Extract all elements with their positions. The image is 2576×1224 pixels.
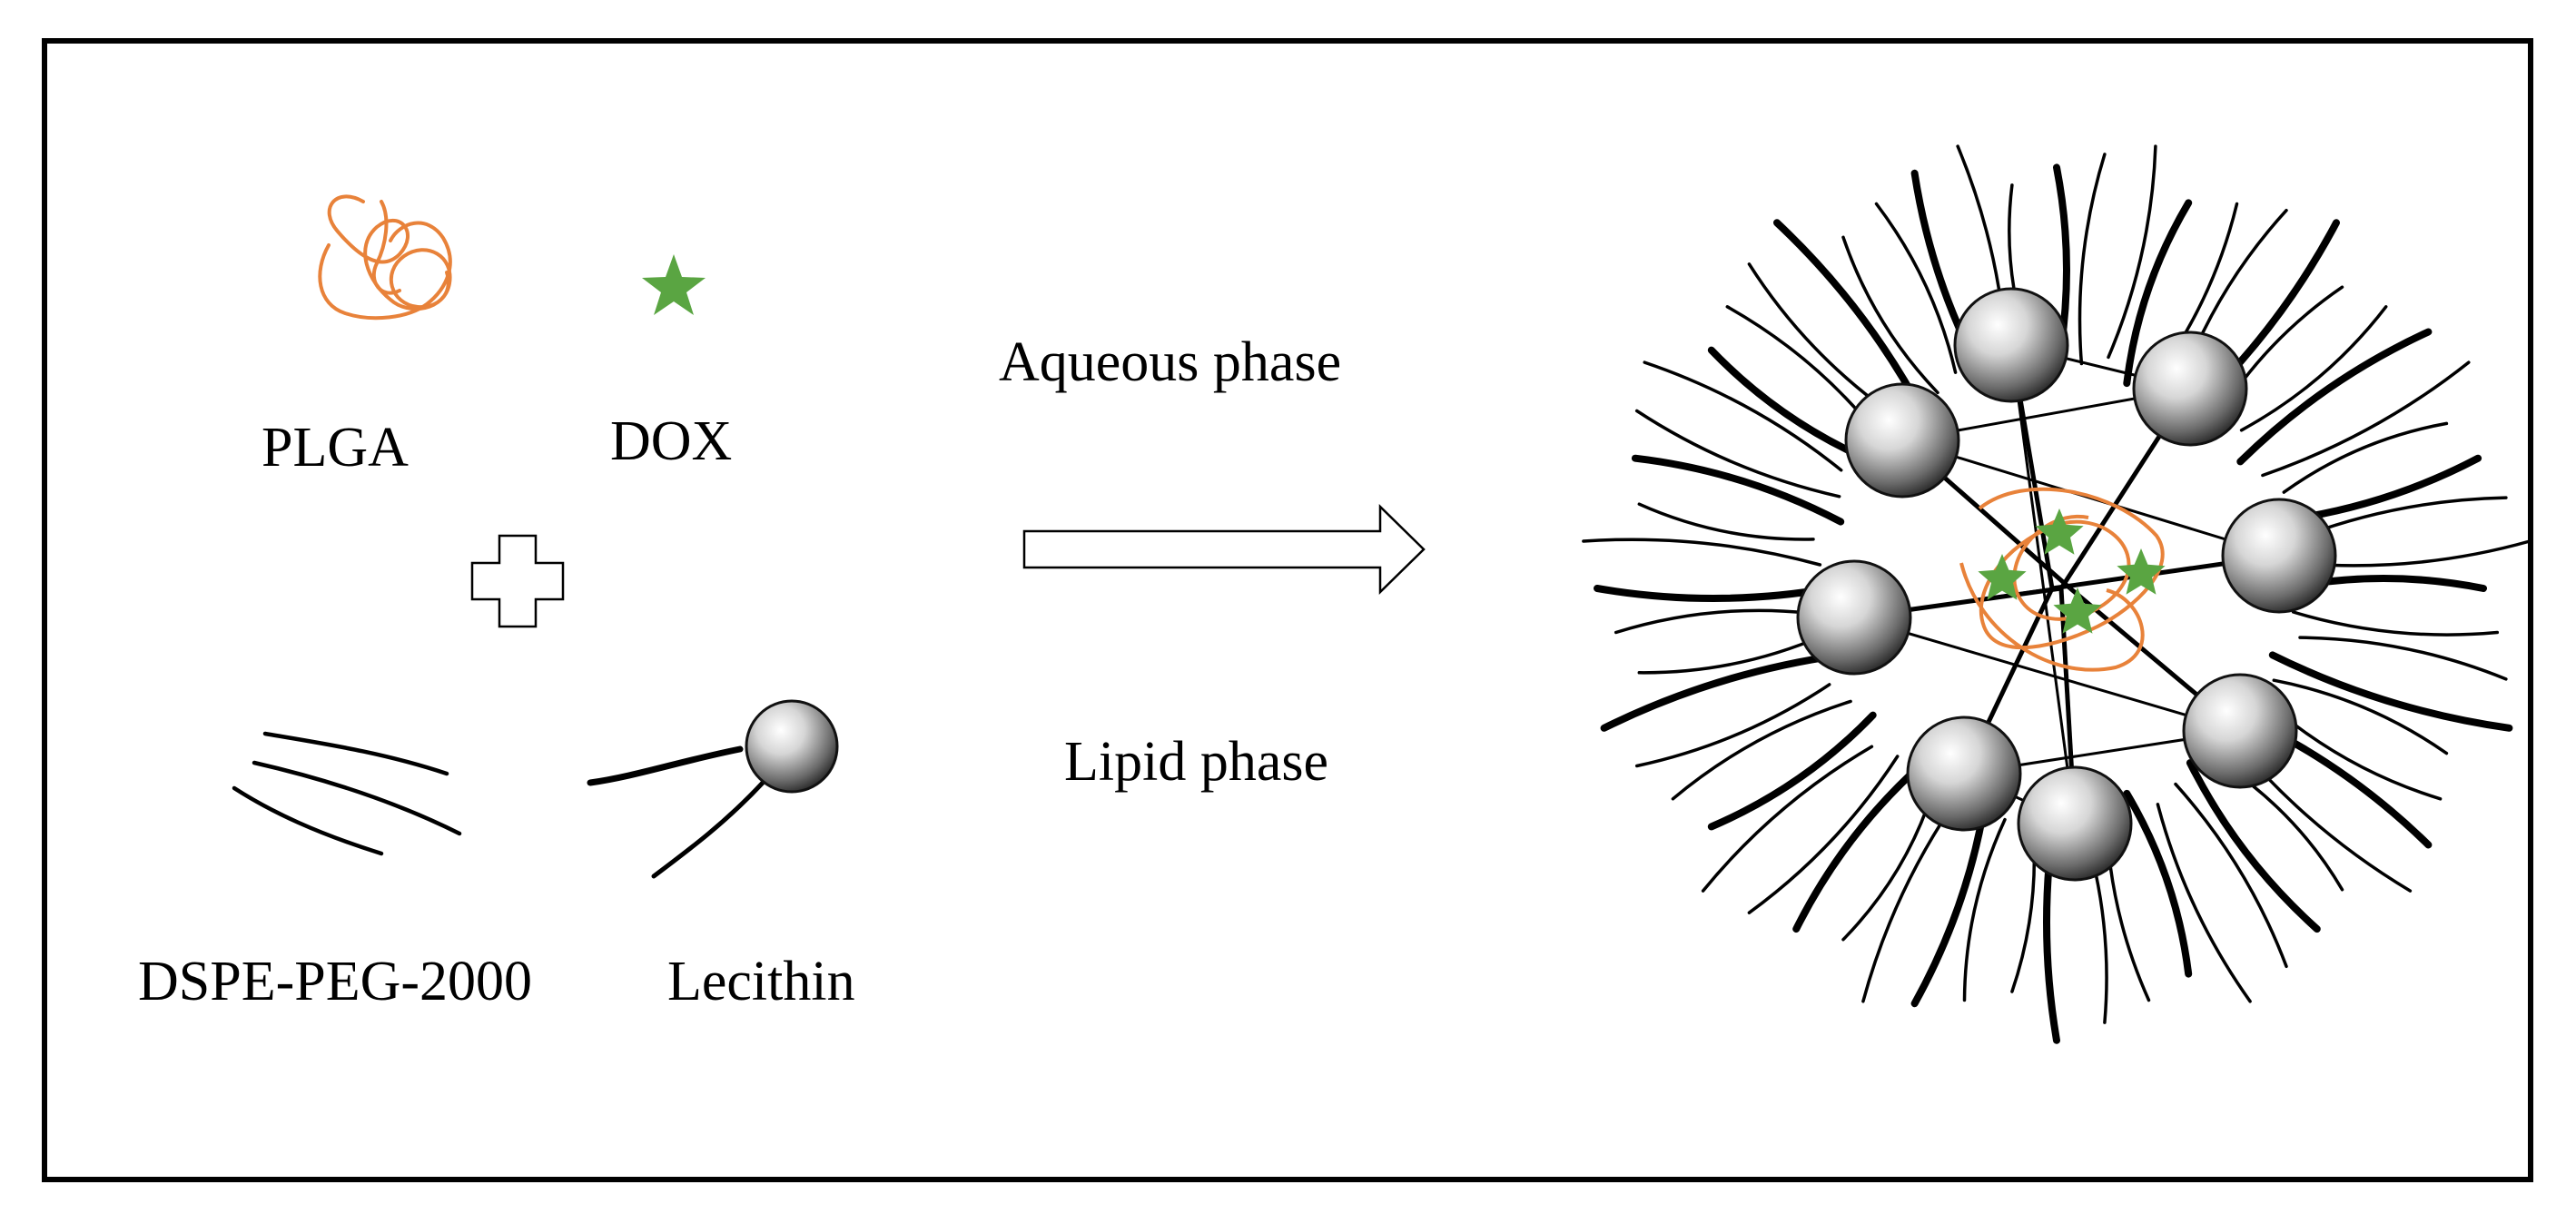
- peg-tail: [1637, 502, 1815, 541]
- peg-tail: [2078, 153, 2107, 366]
- peg-tail: [1841, 235, 1939, 395]
- peg-tail: [1841, 791, 1934, 942]
- dox-label: DOX: [610, 410, 733, 472]
- peg-tail: [2272, 678, 2449, 755]
- peg-tail: [2123, 199, 2193, 388]
- dox-star-icon: [2053, 587, 2102, 634]
- plga-polymer-coil-icon: [318, 194, 452, 321]
- peg-tail: [1631, 454, 1845, 526]
- lecithin-molecule-icon: [587, 699, 839, 879]
- aqueous-phase-label: Aqueous phase: [999, 331, 1342, 393]
- shell-link: [2009, 344, 2077, 824]
- shell-link: [1853, 616, 2241, 733]
- peg-tail: [2282, 421, 2449, 494]
- dox-star-icon: [2117, 548, 2166, 595]
- peg-tail: [2291, 610, 2500, 637]
- peg-tail: [1582, 538, 1822, 567]
- peg-tail: [2156, 803, 2252, 1003]
- dox-star-icon: [1978, 554, 2027, 600]
- peg-tail: [2261, 360, 2471, 478]
- plga-core-coil: [1959, 562, 2145, 672]
- peg-tail: [1707, 711, 1877, 831]
- peg-tail: [1874, 202, 1958, 374]
- dox-star-icon: [2035, 508, 2084, 555]
- peg-tail: [1614, 608, 1811, 635]
- peg-tail: [1643, 360, 1843, 472]
- peg-tail: [1600, 651, 1845, 732]
- lecithin-head: [1953, 287, 2069, 403]
- peg-tail: [1747, 755, 1900, 914]
- lipid-phase-label: Lipid phase: [1064, 731, 1328, 793]
- peg-tail: [2239, 305, 2388, 432]
- lecithin-head: [1844, 382, 1960, 498]
- peg-tail: [1634, 683, 1831, 768]
- dspe-peg-label: DSPE-PEG-2000: [138, 951, 533, 1012]
- dox-star-icon: [642, 254, 706, 315]
- peg-tail: [1701, 745, 1874, 893]
- plga-label: PLGA: [262, 417, 409, 479]
- peg-tail: [1792, 759, 1928, 933]
- figure-frame: [42, 38, 2533, 1182]
- peg-tail: [2236, 328, 2433, 466]
- peg-tail: [2302, 539, 2532, 568]
- peg-tail: [2123, 789, 2193, 978]
- peg-tail: [1962, 817, 2007, 1002]
- peg-tail: [2298, 636, 2508, 681]
- peg-tail: [2186, 759, 2321, 933]
- peg-tail: [1634, 409, 1841, 498]
- lecithin-head: [2182, 673, 2298, 789]
- lipid-polymer-nanoparticle-icon: [1582, 144, 2532, 1044]
- lecithin-head: [1796, 559, 1912, 676]
- peg-tail: [2107, 144, 2157, 360]
- peg-tail: [1637, 633, 1826, 675]
- lecithin-label: Lecithin: [667, 951, 855, 1012]
- lecithin-head: [1906, 716, 2022, 832]
- peg-tail: [2174, 782, 2288, 969]
- peg-chains-icon: [232, 731, 462, 856]
- lecithin-head: [2221, 498, 2337, 614]
- peg-tail: [1747, 262, 1892, 415]
- peg-tail: [1594, 585, 1833, 602]
- lecithin-head: [2017, 765, 2133, 882]
- peg-tail: [1671, 699, 1852, 801]
- plus-outline-icon: [470, 534, 565, 628]
- lecithin-head: [2132, 331, 2248, 447]
- peg-tail: [2268, 651, 2513, 732]
- right-arrow-icon: [1022, 504, 1426, 595]
